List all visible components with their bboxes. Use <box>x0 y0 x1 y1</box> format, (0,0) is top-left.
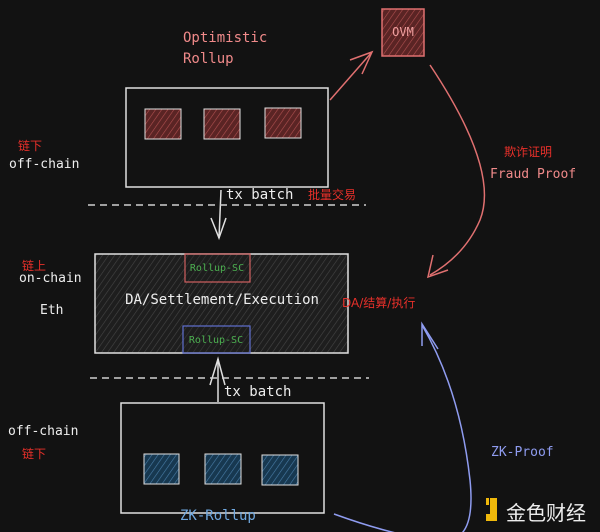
zk-proof-arrowhead <box>421 321 439 350</box>
optimistic-title-line2: Rollup <box>183 51 234 67</box>
top-offchain-cn: 链下 <box>18 138 42 153</box>
tx-batch-up-arrow <box>209 356 226 402</box>
tx-block <box>204 453 242 485</box>
ethereum-main-label: DA/Settlement/Execution <box>125 292 319 308</box>
fraud-proof-arrow <box>429 64 486 276</box>
rollup-sc-bottom-label: Rollup-SC <box>189 335 243 346</box>
tx-block <box>143 453 180 485</box>
bottom-offchain-cn: 链下 <box>22 446 46 461</box>
tx-block <box>264 107 302 139</box>
rollup-sc-top-box <box>184 253 251 283</box>
tx-block <box>261 454 299 486</box>
bottom-offchain-en: off-chain <box>8 424 78 439</box>
onchain-cn: 链上 <box>22 258 46 273</box>
top-offchain-en: off-chain <box>9 157 79 172</box>
zk-rollup-label: ZK-Rollup <box>180 508 256 524</box>
tx-block <box>203 108 241 140</box>
fraud-proof-cn: 欺诈证明 <box>504 145 552 159</box>
zk-proof-arrow <box>333 324 472 532</box>
optimistic-rollup-box <box>125 87 329 188</box>
tx-batch-down-arrow <box>210 189 227 241</box>
ovm-label: OVM <box>392 25 414 39</box>
zk-proof-label: ZK-Proof <box>491 445 554 460</box>
ethereum-layer-box: Rollup-SC DA/Settlement/Execution Rollup… <box>94 253 349 354</box>
bottom-tx-batch-label: tx batch <box>224 384 291 400</box>
top-tx-batch-label: tx batch <box>226 187 293 203</box>
rollup-sc-bottom-box <box>182 325 251 354</box>
zk-rollup-box <box>120 402 325 514</box>
watermark-text: 金色财经 <box>506 501 586 525</box>
fraud-proof-en: Fraud Proof <box>490 167 576 182</box>
ovm-box: OVM <box>381 8 425 57</box>
onchain-en: on-chain <box>19 271 82 286</box>
eth-label: Eth <box>40 303 63 318</box>
optimistic-title-line1: Optimistic <box>183 30 267 46</box>
rollup-sc-top-label: Rollup-SC <box>190 263 244 274</box>
jinse-logo: 金色财经 <box>486 498 586 525</box>
to-ovm-arrow <box>329 50 374 101</box>
ethereum-cn-label: DA/结算/执行 <box>342 295 415 310</box>
fraud-proof-arrowhead <box>426 254 449 279</box>
tx-block <box>144 108 182 140</box>
top-tx-batch-cn: 批量交易 <box>308 187 356 202</box>
